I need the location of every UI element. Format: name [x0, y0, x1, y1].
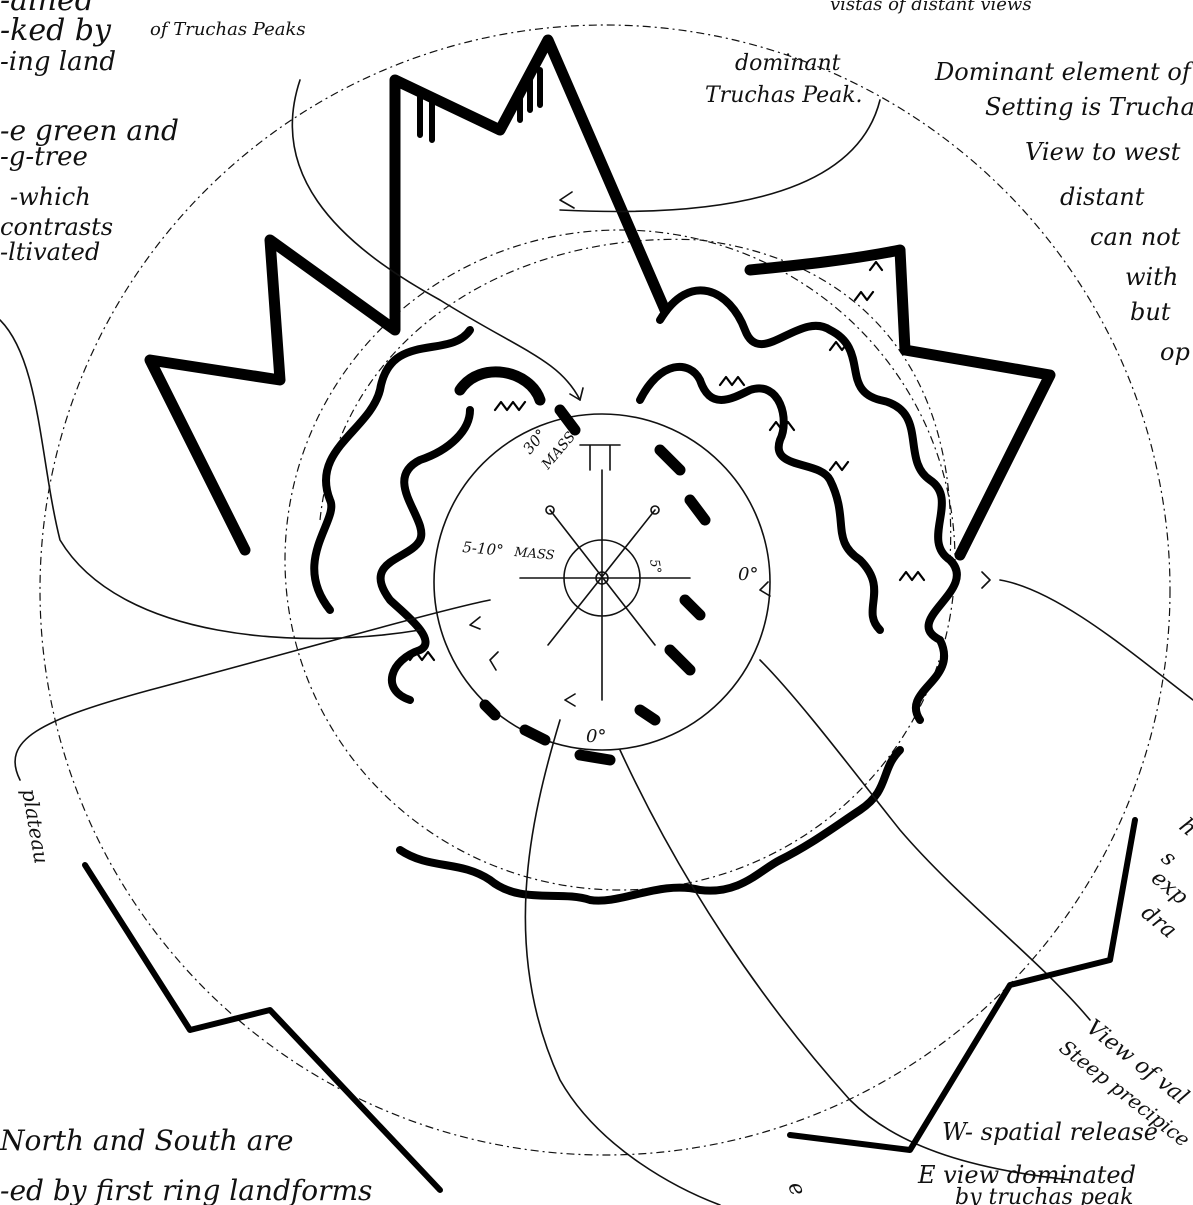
note-top-left-3: -ing land	[0, 47, 116, 77]
note-right-side-4: h	[1174, 813, 1193, 841]
note-e-view-2: by truchas peak	[955, 1185, 1133, 1205]
note-right-3: View to west	[1025, 138, 1181, 166]
note-bottom-left-2: -ed by first ring landforms	[0, 1174, 372, 1205]
note-top-left-2: -ked by	[0, 13, 112, 48]
note-top-right: vistas of distant views	[830, 0, 1032, 15]
flow-lines	[0, 80, 1193, 1205]
note-dominant-1: dominant	[735, 51, 841, 76]
note-right-2: Setting is Truchas	[985, 93, 1193, 121]
label-0-right: 0°	[738, 564, 758, 585]
label-5-right: 5°	[646, 558, 663, 575]
note-right-1: Dominant element of	[934, 58, 1193, 86]
note-top-left-7: contrasts	[0, 213, 113, 241]
label-5-10-deg: 5-10°	[462, 538, 505, 560]
label-0-bottom: 0°	[586, 726, 606, 747]
note-top-left-8: -ltivated	[0, 238, 100, 266]
heavy-segments	[460, 372, 705, 760]
label-mass-2: MASS	[513, 545, 556, 564]
note-w-spatial: W- spatial release	[942, 1118, 1158, 1146]
note-right-4: distant	[1060, 183, 1145, 211]
lower-wavy-edge	[400, 750, 900, 901]
note-bottom-cut: e	[782, 1179, 810, 1200]
note-right-7: but	[1130, 298, 1171, 326]
center-symbol	[520, 445, 690, 700]
note-right-6: with	[1125, 263, 1178, 291]
note-top-left-5: -g-tree	[0, 142, 88, 172]
right-peaks-outline	[750, 250, 1050, 555]
note-top-left-6: -which	[10, 183, 91, 211]
note-left-vertical: plateau	[17, 787, 54, 866]
note-right-8: op	[1160, 338, 1190, 366]
note-bottom-left-1: North and South are	[0, 1124, 293, 1157]
note-dominant-2: Truchas Peak.	[705, 83, 863, 108]
note-right-5: can not	[1090, 223, 1181, 251]
outer-ring	[40, 25, 1170, 1155]
note-top-small: of Truchas Peaks	[150, 19, 306, 40]
